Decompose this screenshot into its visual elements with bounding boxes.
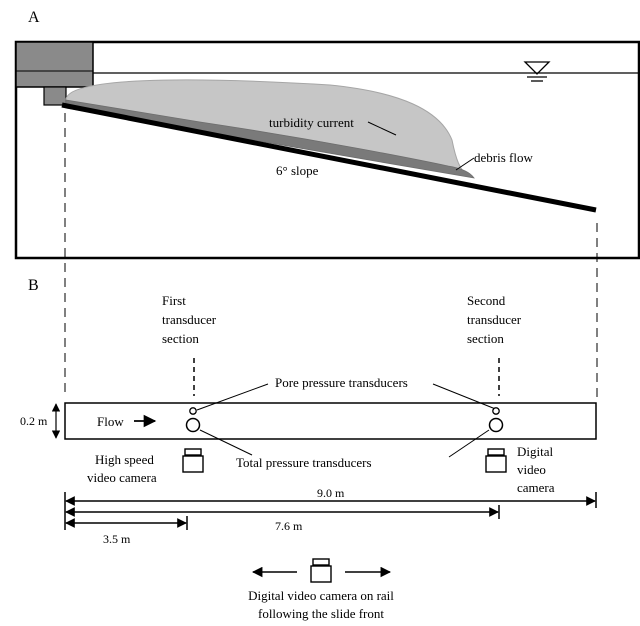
total-pressure-label: Total pressure transducers <box>236 455 372 470</box>
svg-text:section: section <box>162 331 199 346</box>
svg-text:Digital: Digital <box>517 444 553 459</box>
svg-text:Digital video camera on rail: Digital video camera on rail <box>248 588 394 603</box>
digital-camera-icon <box>485 448 507 473</box>
first-section-label: First transducer section <box>162 293 217 346</box>
debris-flow <box>65 99 475 179</box>
svg-text:First: First <box>162 293 186 308</box>
flume-plan <box>64 402 597 440</box>
pore-transducer-1 <box>189 407 197 415</box>
pore-pressure-label: Pore pressure transducers <box>275 375 408 390</box>
release-gate <box>43 86 67 106</box>
total-leader-left <box>199 429 253 456</box>
high-speed-camera-icon <box>182 448 204 473</box>
flow-label: Flow <box>97 414 124 429</box>
pore-leader-right <box>432 383 499 411</box>
dim-total-label: 9.0 m <box>317 486 345 500</box>
panel-b-label: B <box>28 277 39 294</box>
total-transducer-1 <box>185 417 201 433</box>
panel-a-label: A <box>28 9 40 26</box>
total-transducer-2 <box>488 417 504 433</box>
svg-text:camera: camera <box>517 480 555 495</box>
svg-text:video camera: video camera <box>87 470 157 485</box>
svg-text:video: video <box>517 462 546 477</box>
debris-leader <box>455 157 475 171</box>
dim-second-label: 7.6 m <box>275 519 303 533</box>
mixing-tank <box>15 41 94 88</box>
turbidity-current-label: turbidity current <box>269 115 354 130</box>
digital-camera-label: Digital video camera <box>517 444 555 495</box>
svg-text:transducer: transducer <box>467 312 522 327</box>
debris-flow-label: debris flow <box>474 150 533 165</box>
rail-camera-label: Digital video camera on rail following t… <box>248 588 394 621</box>
total-leader-right <box>448 429 490 458</box>
slope-bed <box>61 102 597 213</box>
svg-text:following the slide front: following the slide front <box>258 606 384 621</box>
high-speed-camera-label: High speed video camera <box>87 452 157 485</box>
dim-first-label: 3.5 m <box>103 532 131 546</box>
slope-label: 6° slope <box>276 163 319 178</box>
water-level-icon <box>523 61 551 82</box>
turbidity-leader <box>367 121 397 136</box>
second-section-label: Second transducer section <box>467 293 522 346</box>
svg-text:High speed: High speed <box>95 452 154 467</box>
svg-text:transducer: transducer <box>162 312 217 327</box>
pore-transducer-2 <box>492 407 500 415</box>
flume-tank <box>14 40 640 260</box>
svg-text:Second: Second <box>467 293 506 308</box>
svg-text:section: section <box>467 331 504 346</box>
rail-camera-icon <box>310 558 332 583</box>
pore-leader-left <box>196 383 269 411</box>
height-label: 0.2 m <box>20 414 48 428</box>
